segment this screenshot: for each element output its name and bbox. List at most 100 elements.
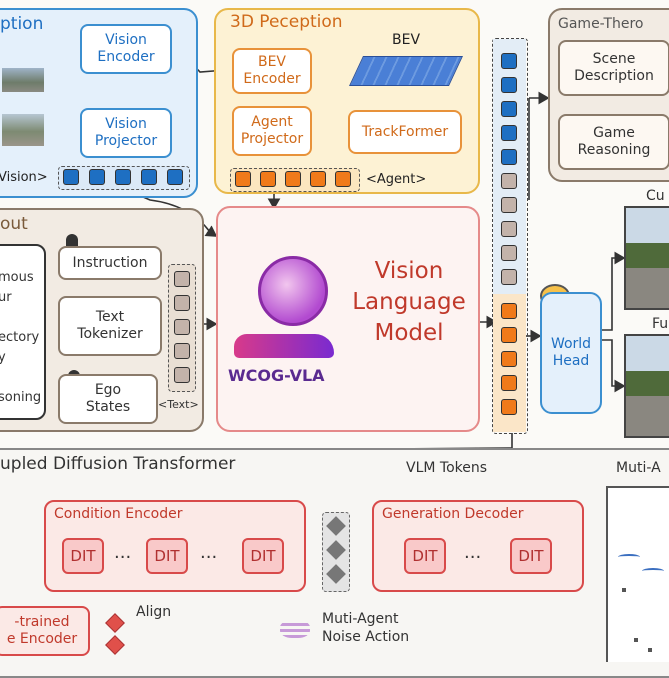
text-token: [174, 367, 190, 383]
input-list-item: ectory: [0, 330, 40, 345]
vision-out-token: [501, 149, 517, 165]
latent-diamond-column: [322, 512, 350, 592]
input-panel: out mous ur ectory y soning Instruction …: [0, 208, 204, 432]
pretrained-encoder-box: -trained e Encoder: [0, 606, 90, 656]
ellipsis: ...: [114, 542, 132, 563]
ellipsis: ...: [200, 542, 218, 563]
game-theory-panel: Game-Thero Scene Description Game Reason…: [548, 8, 669, 182]
bev-label: BEV: [392, 32, 421, 48]
input-list-item: mous: [0, 270, 34, 285]
input-title: out: [0, 214, 28, 234]
agent-token-label: <Agent>: [366, 172, 427, 187]
instruction-box: Instruction: [58, 246, 162, 280]
agent-token: [285, 171, 301, 187]
latent-diamond: [326, 516, 346, 536]
multi-agent-label: Muti-A: [616, 460, 661, 476]
latent-diamond: [326, 564, 346, 584]
agent-projector-box: Agent Projector: [232, 106, 312, 156]
text-out-token: [501, 173, 517, 189]
generation-decoder-title: Generation Decoder: [382, 506, 524, 522]
condition-encoder-box: Condition Encoder DIT ... DIT ... DIT: [44, 500, 306, 592]
car-logo-icon: [234, 334, 334, 358]
agent-token: [335, 171, 351, 187]
diffusion-panel: upled Diffusion Transformer VLM Tokens M…: [0, 448, 669, 678]
globe-logo-icon: [258, 256, 328, 326]
input-list-item: ur: [0, 290, 12, 305]
perception-3d-title: 3D Peception: [230, 12, 343, 32]
agent-token: [260, 171, 276, 187]
vision-token: [141, 169, 157, 185]
vision-token: [115, 169, 131, 185]
trajectory-line: [618, 554, 640, 560]
trajectory-line: [642, 568, 664, 574]
vision-encoder-box: Vision Encoder: [80, 24, 172, 74]
agent-out-token: [501, 327, 517, 343]
vision-token: [63, 169, 79, 185]
current-frame-label: Cu: [646, 188, 665, 204]
ego-states-box: Ego States: [58, 374, 158, 424]
noise-wave-icon: [280, 620, 310, 638]
text-out-token: [501, 245, 517, 261]
vision-token: [167, 169, 183, 185]
diffusion-title: upled Diffusion Transformer: [0, 454, 236, 474]
vlm-title: Vision Language Model: [352, 258, 466, 347]
agent-point: [622, 588, 626, 592]
vision-out-token: [501, 77, 517, 93]
street-photo-2: [2, 114, 44, 146]
agent-token-row: [230, 168, 360, 192]
agent-out-token: [501, 351, 517, 367]
bev-encoder-box: BEV Encoder: [232, 48, 312, 94]
text-token: [174, 319, 190, 335]
condition-encoder-title: Condition Encoder: [54, 506, 183, 522]
agent-point: [648, 648, 652, 652]
game-reasoning-box: Game Reasoning: [558, 114, 669, 170]
text-token: [174, 295, 190, 311]
text-token: [174, 343, 190, 359]
trackformer-box: TrackFormer: [348, 110, 462, 154]
dit-block: DIT: [510, 538, 552, 574]
vlm-logo-text: WCOG-VLA: [228, 366, 325, 385]
input-list-box: mous ur ectory y soning: [0, 244, 46, 420]
dit-block: DIT: [62, 538, 104, 574]
dit-block: DIT: [242, 538, 284, 574]
ellipsis: ...: [464, 542, 482, 563]
perception-title: ption: [0, 14, 44, 34]
vlm-tokens-label: VLM Tokens: [406, 460, 488, 476]
dit-block: DIT: [146, 538, 188, 574]
align-diamond: [105, 613, 125, 633]
future-frame-label: Fu: [652, 316, 669, 332]
output-token-column: [492, 38, 528, 434]
latent-diamond: [326, 540, 346, 560]
world-head-box: World Head: [540, 292, 602, 414]
input-list-item: soning: [0, 390, 42, 405]
vlm-panel: WCOG-VLA Vision Language Model: [216, 206, 480, 432]
person-icon: [66, 234, 78, 248]
agent-out-token: [501, 375, 517, 391]
agent-token: [235, 171, 251, 187]
text-token-label: <Text>: [158, 398, 199, 411]
vision-out-token: [501, 125, 517, 141]
future-frame-image: [624, 334, 669, 438]
game-theory-title: Game-Thero: [558, 16, 644, 32]
agent-token: [310, 171, 326, 187]
scene-description-box: Scene Description: [558, 40, 669, 96]
agent-point: [634, 638, 638, 642]
bev-grid-image: [349, 56, 463, 86]
current-frame-image: [624, 206, 669, 310]
vision-out-token: [501, 53, 517, 69]
vision-out-token: [501, 101, 517, 117]
text-tokenizer-box: Text Tokenizer: [58, 296, 162, 356]
text-out-token: [501, 269, 517, 285]
align-diamond: [105, 635, 125, 655]
multi-agent-trajectory-plot: [606, 486, 669, 662]
text-out-token: [501, 197, 517, 213]
vision-token-row: [58, 166, 190, 190]
noise-action-label: Muti-Agent Noise Action: [322, 611, 410, 646]
text-token: [174, 271, 190, 287]
generation-decoder-box: Generation Decoder DIT ... DIT: [372, 500, 584, 592]
input-list-item: y: [0, 350, 6, 365]
agent-out-token: [501, 303, 517, 319]
text-out-token: [501, 221, 517, 237]
vision-token: [89, 169, 105, 185]
perception-3d-panel: 3D Peception BEV Encoder BEV Agent Proje…: [214, 8, 480, 194]
